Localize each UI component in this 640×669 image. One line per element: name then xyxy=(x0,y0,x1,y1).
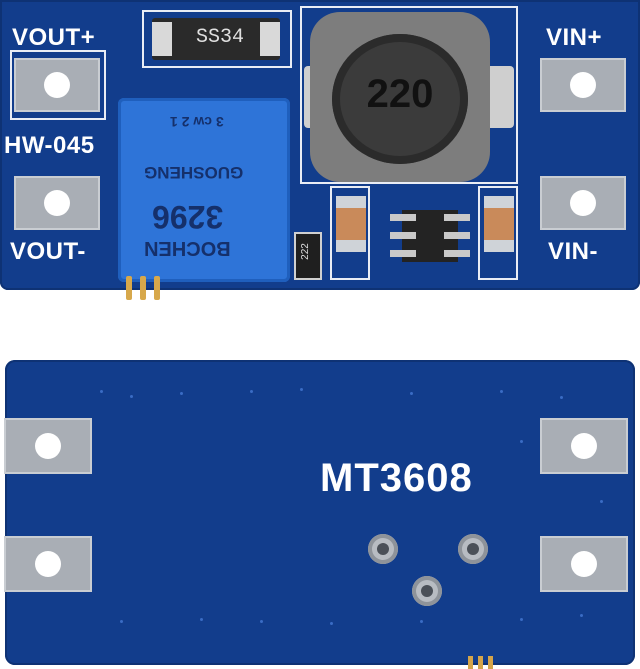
inductor-core xyxy=(332,34,468,164)
chip-pin xyxy=(444,232,470,239)
capacitor-left xyxy=(336,196,366,252)
mounting-hole xyxy=(44,72,70,98)
mounting-hole xyxy=(571,551,597,577)
cap-outline-right xyxy=(478,186,518,280)
mounting-hole xyxy=(571,433,597,459)
pot-pin-tip xyxy=(488,656,493,669)
label-vin-minus: VIN- xyxy=(548,238,598,265)
via xyxy=(600,500,603,503)
mounting-hole xyxy=(35,551,61,577)
via xyxy=(180,392,183,395)
pad-vin-plus xyxy=(540,58,626,112)
pot-pin xyxy=(140,276,146,300)
diode-lead xyxy=(260,22,280,56)
power-inductor: 220 xyxy=(310,12,490,182)
chip-pin xyxy=(444,214,470,221)
via xyxy=(500,390,503,393)
pad-outline-vout-plus xyxy=(10,50,106,120)
via-screw xyxy=(458,534,488,564)
chip-pin xyxy=(444,250,470,257)
pad-bottom-right-lower xyxy=(540,536,628,592)
via-screw xyxy=(412,576,442,606)
chip-label: MT3608 xyxy=(320,456,473,500)
via xyxy=(300,388,303,391)
via xyxy=(250,390,253,393)
via xyxy=(520,440,523,443)
pot-pin xyxy=(126,276,132,300)
via xyxy=(100,390,103,393)
schottky-diode: SS34 xyxy=(152,18,280,60)
capacitor-right xyxy=(484,196,514,252)
pad-bottom-left-upper xyxy=(4,418,92,474)
pad-vin-minus xyxy=(540,176,626,230)
smd-resistor: 222 xyxy=(294,232,322,280)
diode-outline xyxy=(142,10,292,68)
via xyxy=(560,396,563,399)
chip-pin xyxy=(390,232,416,239)
via xyxy=(330,622,333,625)
mounting-hole xyxy=(35,433,61,459)
pot-pin-tip xyxy=(468,656,473,669)
label-vout-plus: VOUT+ xyxy=(12,24,96,51)
pot-maker: GUOSHENG xyxy=(144,163,244,182)
mounting-hole xyxy=(44,190,70,216)
pad-vout-minus xyxy=(14,176,100,230)
pot-pin-tip xyxy=(478,656,483,669)
pot-model: 3296 xyxy=(152,199,224,235)
via-screw xyxy=(368,534,398,564)
resistor-marking: 222 xyxy=(299,243,311,260)
label-vout-minus: VOUT- xyxy=(10,238,86,265)
pcb-bottom-view xyxy=(5,360,635,665)
pot-pin xyxy=(154,276,160,300)
pad-vout-plus xyxy=(14,58,100,112)
chip-pin xyxy=(390,214,416,221)
label-model: HW-045 xyxy=(4,132,95,159)
via xyxy=(520,618,523,621)
pot-brand: BOCHEN xyxy=(144,237,231,259)
diode-lead xyxy=(152,22,172,56)
chip-pin xyxy=(390,250,416,257)
pad-bottom-right-upper xyxy=(540,418,628,474)
trimmer-potentiometer: 3 cw 2 1 GUOSHENG 3296 BOCHEN xyxy=(118,98,290,282)
via xyxy=(410,392,413,395)
cap-outline-left xyxy=(330,186,370,280)
via xyxy=(260,620,263,623)
label-vin-plus: VIN+ xyxy=(546,24,603,51)
inductor-outline xyxy=(300,6,518,184)
diode-marking: SS34 xyxy=(196,26,245,49)
pad-bottom-left-lower xyxy=(4,536,92,592)
inductor-marking: 220 xyxy=(366,72,434,116)
mounting-hole xyxy=(570,190,596,216)
pcb-top-view: VOUT+ VOUT- VIN+ VIN- HW-045 SS34 220 3 … xyxy=(0,0,640,300)
via xyxy=(420,620,423,623)
mounting-hole xyxy=(570,72,596,98)
via xyxy=(200,618,203,621)
via xyxy=(130,395,133,398)
via xyxy=(580,614,583,617)
pot-scale: 3 cw 2 1 xyxy=(170,114,224,130)
via xyxy=(120,620,123,623)
